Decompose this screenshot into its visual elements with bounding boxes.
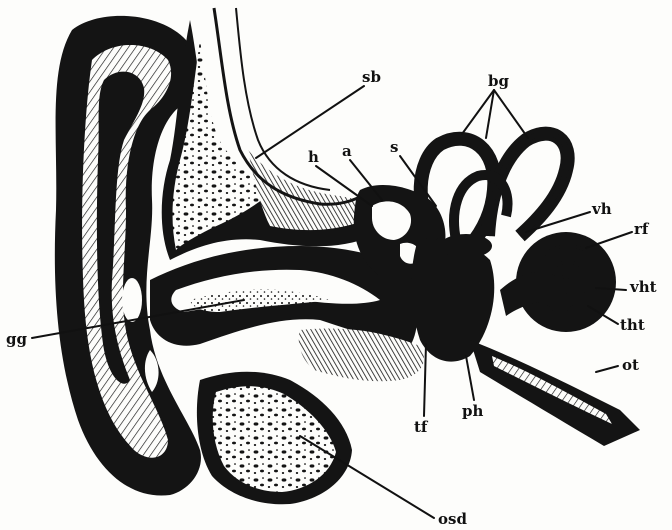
label-rf: rf <box>634 220 650 238</box>
leader-ph <box>466 356 474 400</box>
label-gg: gg <box>6 330 27 348</box>
label-ot: ot <box>622 356 639 374</box>
temporal-bone <box>162 8 372 260</box>
label-tht: tht <box>620 316 645 334</box>
label-h: h <box>308 148 319 166</box>
label-bg: bg <box>488 72 509 90</box>
leader-bg-1 <box>462 90 494 134</box>
auricle <box>55 16 201 496</box>
label-vht: vht <box>629 278 657 296</box>
leader-ot <box>596 366 618 372</box>
label-a: a <box>342 142 352 160</box>
label-ph: ph <box>462 402 483 420</box>
mastoid-lower <box>197 329 424 505</box>
label-sb: sb <box>362 68 381 86</box>
label-osd: osd <box>438 510 467 528</box>
label-tf: tf <box>414 418 429 436</box>
label-vh: vh <box>591 200 612 218</box>
eustachian-tube <box>470 340 640 446</box>
label-s: s <box>390 138 398 156</box>
cochlea <box>500 232 616 332</box>
leader-bg-3 <box>494 90 528 138</box>
leader-tf <box>424 344 426 416</box>
